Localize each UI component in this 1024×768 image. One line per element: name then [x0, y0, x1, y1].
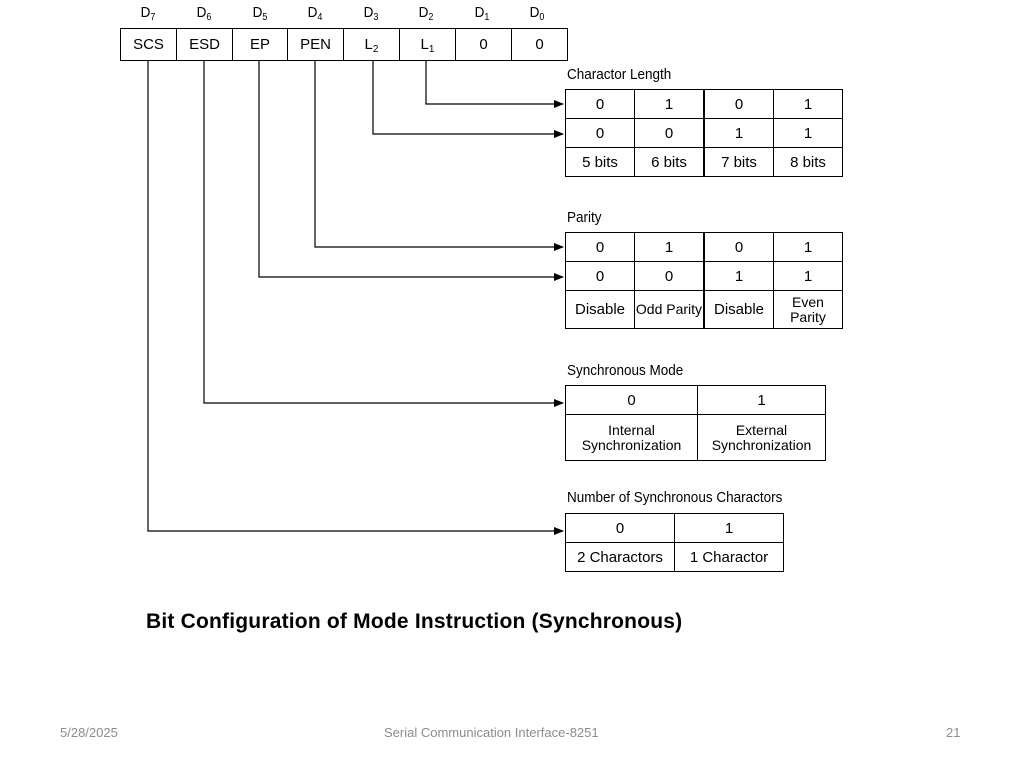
- footer-date: 5/28/2025: [60, 725, 118, 740]
- cell: 5 bits: [565, 147, 635, 177]
- cell: Disable: [565, 290, 635, 329]
- bit-d1: 0: [455, 28, 512, 61]
- cell: 1: [773, 232, 843, 262]
- cell: 1: [634, 232, 705, 262]
- sync-chars-title: Number of Synchronous Charactors: [567, 489, 783, 506]
- connector-ep: [258, 61, 564, 281]
- bit-label-d1: D1: [474, 4, 490, 23]
- cell: 2 Charactors: [565, 542, 675, 572]
- char-length-table: 0 1 0 1 0 0 1 1 5 bits 6 bits 7 bits 8 b…: [565, 89, 843, 177]
- bit-l2: L2: [343, 28, 400, 61]
- bit-pen: PEN: [287, 28, 344, 61]
- cell: 1: [773, 89, 843, 119]
- cell: 1: [674, 513, 784, 543]
- bit-label-d5: D5: [252, 4, 268, 23]
- bit-scs: SCS: [120, 28, 177, 61]
- cell: 0: [565, 89, 635, 119]
- bit-ep: EP: [232, 28, 288, 61]
- bit-label-d0: D0: [529, 4, 545, 23]
- bit-label-d7: D7: [140, 4, 156, 23]
- cell: Odd Parity: [634, 290, 705, 329]
- cell: 0: [565, 232, 635, 262]
- connector-pen: [314, 61, 564, 251]
- sync-chars-table: 0 1 2 Charactors 1 Charactor: [565, 513, 784, 572]
- sync-mode-table: 0 1 Internal Synchronization External Sy…: [565, 385, 826, 461]
- cell: 8 bits: [773, 147, 843, 177]
- cell: 1 Charactor: [674, 542, 784, 572]
- cell: 0: [565, 118, 635, 148]
- bit-l1: L1: [399, 28, 456, 61]
- bit-label-d4: D4: [307, 4, 323, 23]
- bit-label-d6: D6: [196, 4, 212, 23]
- mode-register: SCS ESD EP PEN L2 L1 0 0: [120, 28, 568, 61]
- connector-l1: [425, 61, 564, 108]
- connector-l2: [372, 61, 564, 138]
- cell: Internal Synchronization: [565, 414, 698, 461]
- cell: 6 bits: [634, 147, 705, 177]
- parity-table: 0 1 0 1 0 0 1 1 Disable Odd Parity Disab…: [565, 232, 843, 329]
- bit-label-d3: D3: [363, 4, 379, 23]
- footer-title: Serial Communication Interface-8251: [384, 725, 599, 740]
- char-length-title: Charactor Length: [567, 66, 672, 83]
- bit-label-d2: D2: [418, 4, 434, 23]
- cell: Even Parity: [773, 290, 843, 329]
- footer-page-number: 21: [946, 725, 961, 740]
- sync-mode-title: Synchronous Mode: [567, 362, 684, 379]
- cell: 1: [773, 261, 843, 291]
- figure-caption: Bit Configuration of Mode Instruction (S…: [146, 610, 683, 633]
- cell: 7 bits: [703, 147, 774, 177]
- parity-title: Parity: [567, 209, 602, 226]
- bit-esd: ESD: [176, 28, 233, 61]
- connector-esd: [203, 61, 564, 407]
- cell: External Synchronization: [697, 414, 826, 461]
- connector-scs: [147, 61, 564, 535]
- cell: 1: [634, 89, 705, 119]
- bit-d0: 0: [511, 28, 568, 61]
- cell: 0: [565, 385, 698, 415]
